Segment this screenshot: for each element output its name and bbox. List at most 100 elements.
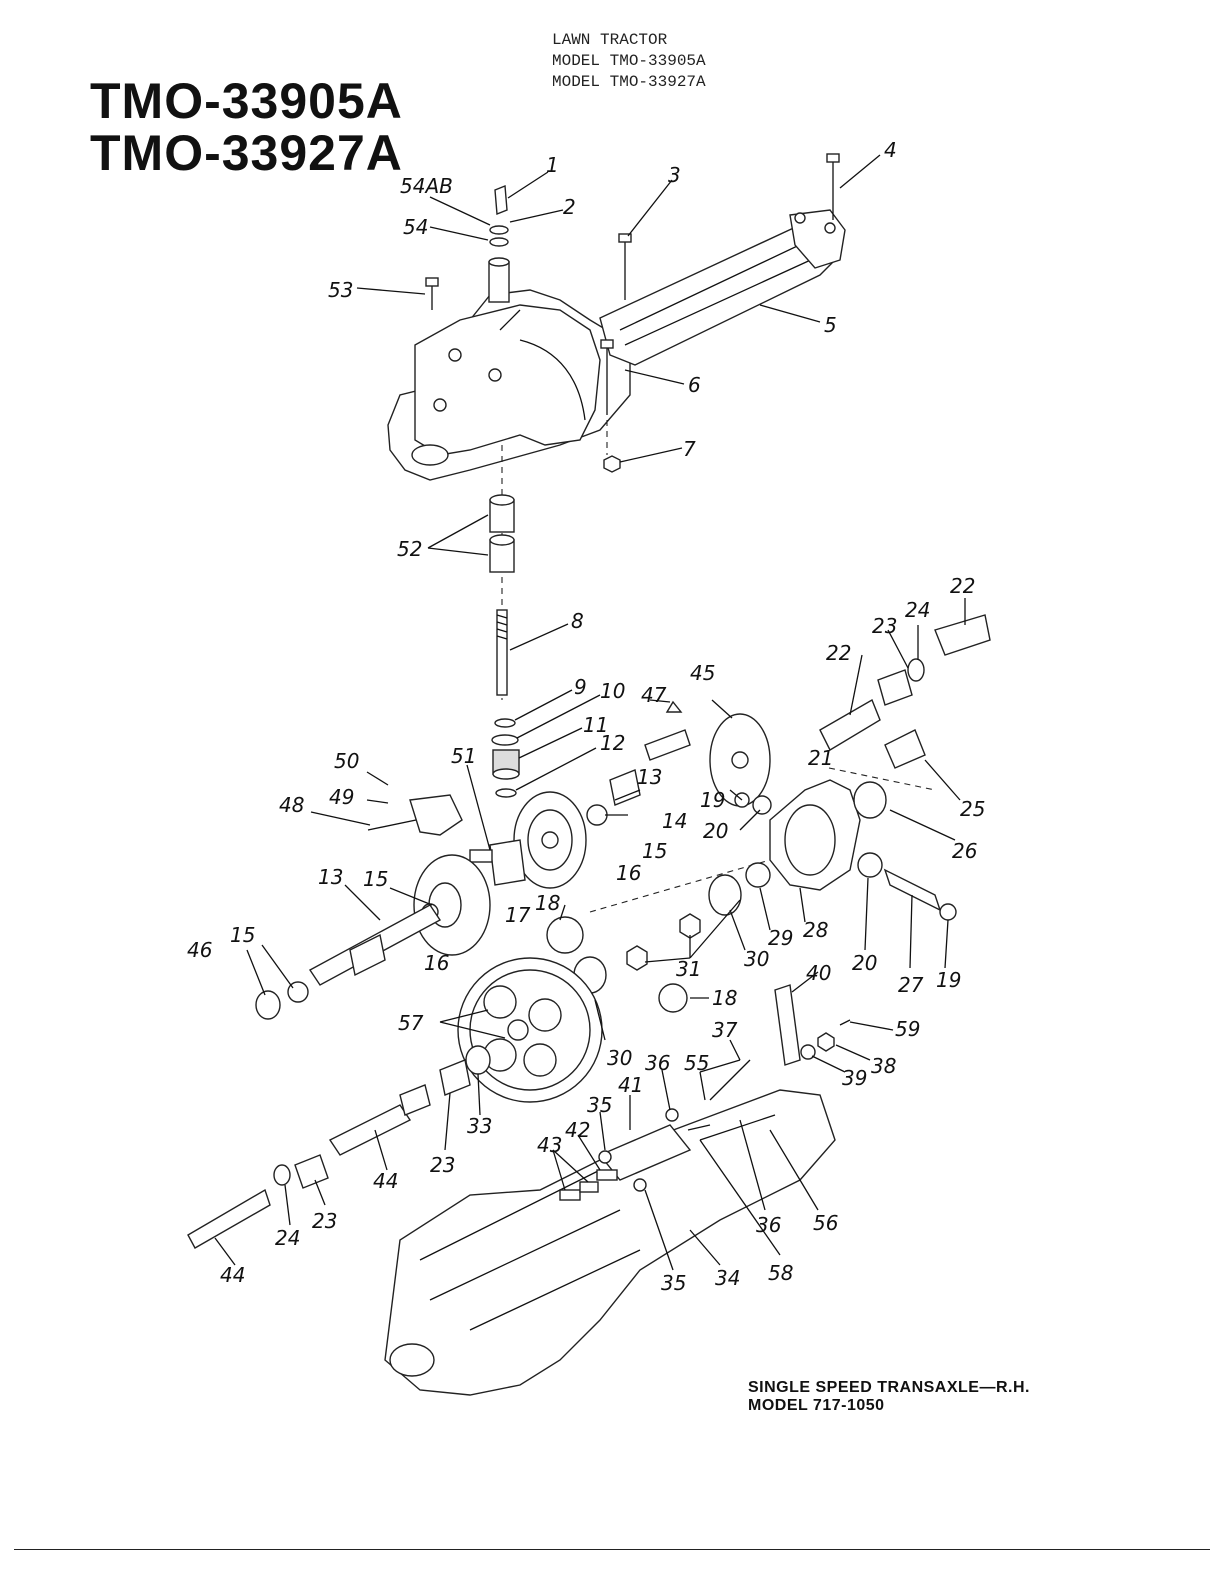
callout-7: 7 [683,437,696,461]
callout-30b: 30 [607,1046,632,1070]
callout-28: 28 [803,918,828,942]
upper-housing [387,289,631,481]
callout-13a: 13 [637,765,662,789]
callout-35b: 35 [661,1271,686,1295]
header-line-3: MODEL TMO-33927A [552,73,706,91]
callout-46: 46 [187,938,212,962]
callout-51: 51 [451,744,476,768]
callout-22b: 22 [826,641,851,665]
spur-gear-shaft-assembly [255,854,491,1020]
callout-44b: 44 [220,1263,245,1287]
header-line-1: LAWN TRACTOR [552,31,668,49]
callout-54ab: 54AB [400,174,453,198]
callout-54: 54 [403,215,428,239]
callout-16b: 16 [424,951,449,975]
callout-38: 38 [871,1054,896,1078]
bolts [425,153,840,473]
callout-37: 37 [712,1018,738,1042]
callout-30a: 30 [744,947,769,971]
callout-14: 14 [662,809,687,833]
callout-18b: 18 [712,986,737,1010]
callout-22a: 22 [950,574,975,598]
callout-47: 47 [641,683,667,707]
callout-59: 59 [895,1017,920,1041]
leader-lines [214,154,966,1271]
callout-55: 55 [684,1051,709,1075]
callout-34: 34 [715,1266,740,1290]
right-axle-parts [819,614,991,769]
shift-fork [367,794,463,836]
bushings [489,494,515,573]
caption-line-1: SINGLE SPEED TRANSAXLE—R.H. [748,1379,1030,1396]
callout-52: 52 [397,537,422,561]
callout-35a: 35 [587,1093,612,1117]
callout-31: 31 [676,957,701,981]
bottom-rule [14,1549,1210,1550]
callout-42: 42 [565,1118,590,1142]
callout-27: 27 [898,973,924,997]
callout-44a: 44 [373,1169,398,1193]
gear-hub-parts [439,1045,491,1096]
callout-41: 41 [618,1073,643,1097]
callout-17: 17 [505,903,531,927]
shift-collar [469,839,526,886]
callout-56: 56 [813,1211,838,1235]
callout-19b: 19 [936,968,961,992]
callout-15c: 15 [230,923,255,947]
input-shaft-top [488,184,510,303]
left-axle [187,1084,431,1249]
callout-49: 49 [329,785,354,809]
callout-50: 50 [334,749,359,773]
callout-23a: 23 [872,614,897,638]
callout-20a: 20 [703,819,728,843]
callout-53: 53 [328,278,353,302]
axle-tube [599,209,846,366]
callout-8: 8 [571,609,584,633]
callout-labels: 1 2 3 4 5 6 7 8 9 10 11 12 13 13 14 15 1… [187,138,985,1295]
callout-3: 3 [668,163,681,187]
callout-15a: 15 [642,839,667,863]
callout-10: 10 [600,679,625,703]
callout-15b: 15 [363,867,388,891]
callout-11: 11 [583,713,608,737]
brake-lever [774,984,851,1066]
callout-48: 48 [279,793,304,817]
callout-18a: 18 [535,891,560,915]
callout-36b: 36 [756,1213,781,1237]
large-spur-gear [457,957,603,1103]
bevel-gear [513,791,587,889]
callout-19a: 19 [700,788,725,812]
callout-20b: 20 [852,951,877,975]
small-hardware [559,1059,776,1201]
callout-24a: 24 [905,598,930,622]
callout-13b: 13 [318,865,343,889]
callout-29: 29 [768,926,793,950]
callout-4: 4 [884,138,897,162]
lower-housing [384,1089,836,1396]
callout-45: 45 [690,661,715,685]
callout-39: 39 [842,1066,867,1090]
callout-36a: 36 [645,1051,670,1075]
input-pinion-stack [491,718,520,798]
callout-12: 12 [600,731,625,755]
callout-9: 9 [574,675,587,699]
callout-58: 58 [768,1261,793,1285]
model-title-2: TMO-33927A [90,125,403,181]
callout-25: 25 [960,797,985,821]
callout-5: 5 [824,313,837,337]
callout-2: 2 [563,195,576,219]
callout-23c: 23 [312,1209,337,1233]
callout-6: 6 [688,373,701,397]
callout-57: 57 [398,1011,424,1035]
callout-33: 33 [467,1114,492,1138]
callout-16a: 16 [616,861,641,885]
differential-case [769,779,887,891]
header-line-2: MODEL TMO-33905A [552,52,706,70]
callout-26: 26 [952,839,977,863]
callout-21: 21 [808,746,833,770]
caption-line-2: MODEL 717-1050 [748,1397,885,1414]
input-shaft [496,609,508,696]
idler-shaft-short [586,700,691,826]
